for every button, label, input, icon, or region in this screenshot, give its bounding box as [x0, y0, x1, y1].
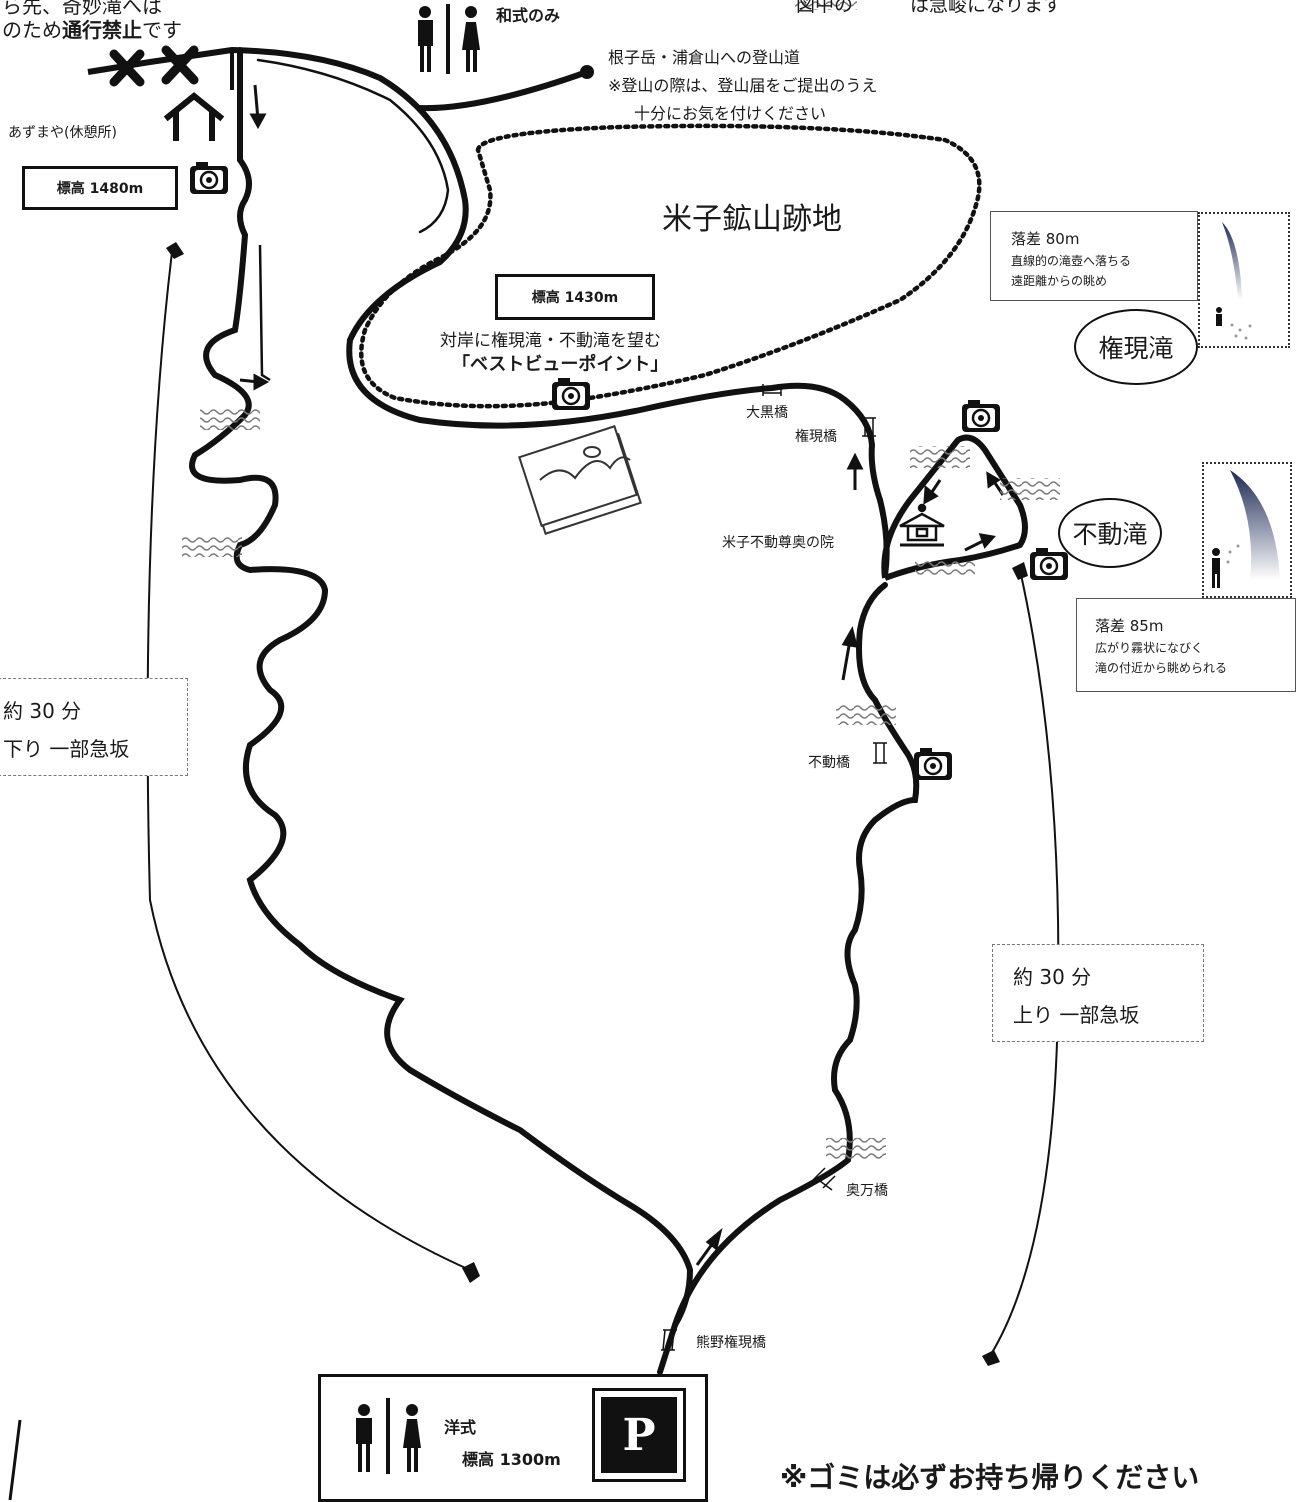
- camera-icon: [914, 748, 952, 780]
- toilet-top-label: 和式のみ: [496, 6, 561, 25]
- right-route-time: 約 30 分: [1013, 965, 1092, 989]
- mine-site-boundary: [359, 123, 982, 409]
- closed-trail: [87, 47, 234, 90]
- left-route-time: 約 30 分: [3, 699, 82, 723]
- closed-notice-bold: 通行禁止: [62, 18, 142, 42]
- gongen-desc1: 直線的の滝壺へ落ちる: [1011, 254, 1132, 268]
- fudo-info-box: 落差 85m 広がり霧状になびく 滝の付近から眺められる: [1076, 598, 1296, 692]
- bridge-kumano: 熊野権現橋: [696, 1335, 766, 1351]
- fudo-desc1: 広がり霧状になびく: [1095, 641, 1204, 655]
- gongen-info-box: 落差 80m 直線的の滝壺へ落ちる 遠距離からの眺め: [990, 211, 1198, 301]
- bridge-gongen: 権現橋: [795, 429, 837, 445]
- gongen-name-oval: 権現滝: [1074, 309, 1198, 385]
- closed-notice-prefix: のため: [2, 18, 62, 42]
- closed-notice-line1: ら先、奇妙滝へは: [2, 0, 162, 18]
- gongen-desc2: 遠距離からの眺め: [1011, 274, 1108, 288]
- no-entry-cross-icon: [109, 45, 199, 87]
- azumaya-hut-icon: [163, 92, 225, 141]
- gongen-waterfall-illustration: [1216, 222, 1252, 340]
- parking-icon: P: [601, 1397, 677, 1473]
- gongen-drop: 落差 80m: [1011, 230, 1080, 248]
- fudo-waterfall-illustration: [1212, 470, 1280, 588]
- fudo-desc2: 滝の付近から眺められる: [1095, 661, 1228, 675]
- camera-icon: [552, 378, 590, 410]
- left-descent-trail: [189, 47, 694, 1375]
- fudo-illustration-frame: [1202, 462, 1292, 598]
- left-route-box: 約 30 分 下り 一部急坂: [0, 678, 188, 776]
- best-view-line2: 「ベストビューポイント」: [452, 354, 669, 375]
- photo-frames-icon: [518, 425, 642, 535]
- route-arrow-left-tail: [462, 1262, 480, 1283]
- steep-markers: [182, 0, 1060, 1160]
- temple-icon: [899, 503, 945, 547]
- route-arrow-right-head: [1012, 562, 1028, 580]
- camera-icon: [1030, 548, 1068, 580]
- left-branch: [258, 244, 271, 382]
- trail-note-line2: ※登山の際は、登山届をご提出のうえ: [608, 76, 878, 95]
- azumaya-label: あずまや(休憩所): [8, 125, 117, 141]
- camera-icon: [962, 400, 1000, 432]
- bridge-marks: [661, 384, 887, 1351]
- parking-sign: P: [592, 1388, 686, 1482]
- right-route-desc: 上り 一部急坂: [1013, 1003, 1140, 1027]
- route-arrow-left-head: [166, 242, 184, 259]
- trail-note-line1: 根子岳・浦倉山への登山道: [608, 48, 801, 67]
- fudo-drop: 落差 85m: [1095, 617, 1164, 635]
- bridge-okuman: 奥万橋: [846, 1183, 888, 1199]
- upper-trail: [229, 47, 890, 578]
- fudo-name-oval: 不動滝: [1058, 498, 1162, 568]
- parking-toilet-type: 洋式: [444, 1418, 477, 1437]
- right-ascent-trail: [672, 582, 920, 1328]
- toilet-icon: [418, 4, 480, 74]
- toilet-icon: [356, 1398, 421, 1474]
- best-view-line1: 対岸に権現滝・不動滝を望む: [440, 331, 661, 351]
- decorative-slash: [8, 1419, 22, 1501]
- direction-arrows: [239, 84, 1005, 1266]
- gongen-illustration-frame: [1198, 212, 1290, 348]
- closed-notice-suffix: です: [142, 18, 182, 42]
- bridge-fudo: 不動橋: [808, 755, 850, 771]
- left-route-desc: 下り 一部急坂: [3, 737, 130, 761]
- route-arrow-left: [146, 251, 471, 1271]
- elevation-mid: 標高 1430m: [495, 274, 655, 320]
- camera-icon: [190, 162, 228, 194]
- route-arrow-right-tail: [982, 1350, 1000, 1366]
- elevation-bottom: 標高 1300m: [462, 1450, 561, 1469]
- mine-site-label: 米子鉱山跡地: [662, 202, 842, 237]
- temple-label: 米子不動尊奥の院: [722, 535, 834, 551]
- trail-note-line3: 十分にお気を付けください: [634, 104, 827, 123]
- steep-legend-note: 図中の は急峻になります: [796, 0, 1063, 16]
- bridge-daikoku: 大黒橋: [746, 405, 788, 421]
- elevation-top: 標高 1480m: [22, 166, 178, 210]
- closed-notice-line2: のため通行禁止です: [2, 14, 182, 43]
- right-route-box: 約 30 分 上り 一部急坂: [992, 944, 1204, 1042]
- garbage-notice: ※ゴミは必ずお持ち帰りください: [780, 1461, 1200, 1494]
